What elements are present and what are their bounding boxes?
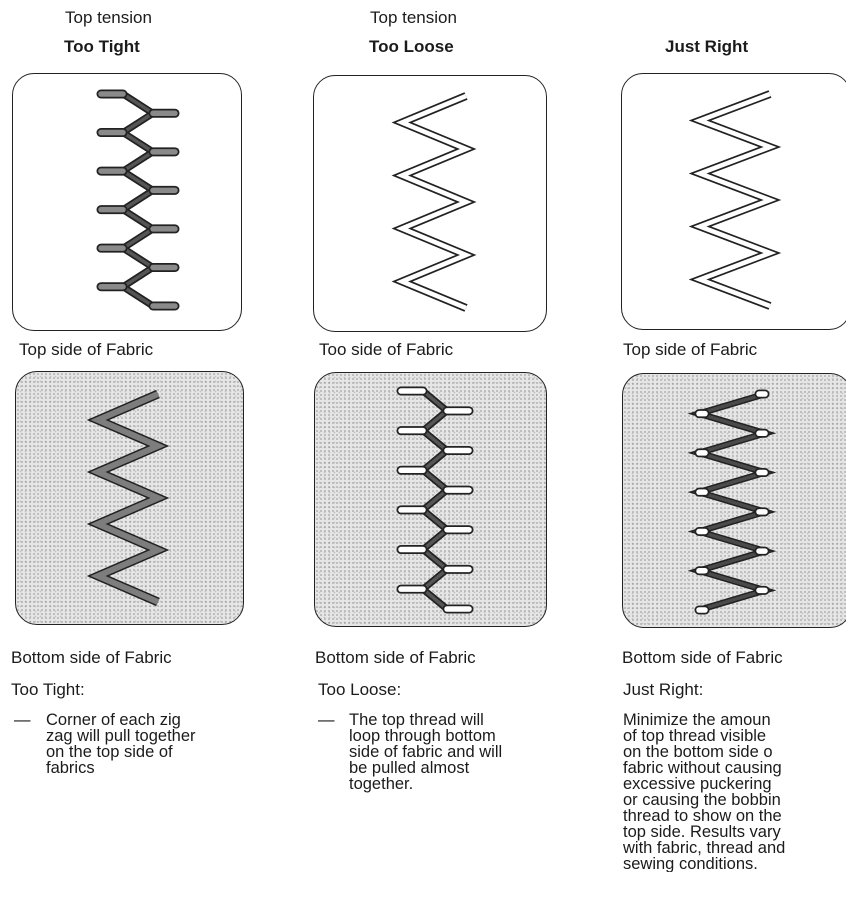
top-side-panel bbox=[621, 73, 846, 330]
zigzag-stitch-icon bbox=[391, 92, 477, 312]
description-line: The top thread will bbox=[349, 711, 484, 729]
description: The top thread will loop through bottom … bbox=[349, 711, 542, 793]
top-caption: Top side of Fabric bbox=[19, 340, 154, 359]
top-caption: Top side of Fabric bbox=[623, 340, 758, 359]
zigzag-stitch-icon bbox=[86, 389, 170, 607]
bottom-side-panel bbox=[622, 373, 846, 628]
description-line: be pulled almost bbox=[349, 759, 470, 777]
result-label: Just Right: bbox=[623, 680, 704, 699]
zigzag-stitch-icon bbox=[396, 386, 474, 614]
column-too-tight: Top tension Too Tight Top side of Fabric… bbox=[0, 0, 244, 922]
column-heading: Too Loose bbox=[369, 37, 454, 56]
description-line: on the top side of bbox=[46, 743, 173, 761]
bottom-caption: Bottom side of Fabric bbox=[11, 648, 172, 667]
description-line: fabrics bbox=[46, 759, 95, 777]
result-label: Too Tight: bbox=[11, 680, 85, 699]
bottom-caption: Bottom side of Fabric bbox=[315, 648, 476, 667]
top-side-panel bbox=[313, 75, 547, 332]
bottom-side-panel bbox=[314, 372, 547, 627]
description-line: Corner of each zig bbox=[46, 711, 181, 729]
kicker: Top tension bbox=[370, 8, 457, 27]
column-heading: Just Right bbox=[665, 37, 749, 56]
description-line: zag will pull together bbox=[46, 727, 196, 745]
description-line: excessive puckering bbox=[623, 775, 772, 793]
description-line: top side. Results vary bbox=[623, 823, 781, 841]
kicker: Top tension bbox=[65, 8, 152, 27]
description: Corner of each zig zag will pull togethe… bbox=[46, 711, 244, 777]
description-line: thread to show on the bbox=[623, 807, 782, 825]
description-line: side of fabric and will bbox=[349, 743, 503, 761]
dash-mark: — bbox=[318, 711, 335, 729]
description-line: fabric without causing bbox=[623, 759, 782, 777]
result-label: Too Loose: bbox=[318, 680, 402, 699]
description-line: loop through bottom bbox=[349, 727, 496, 745]
description-line: Minimize the amoun bbox=[623, 712, 771, 729]
top-caption: Too side of Fabric bbox=[319, 340, 454, 359]
description-line: with fabric, thread and bbox=[623, 839, 786, 857]
column-too-loose: Top tension Too Loose Too side of Fabric… bbox=[0, 0, 547, 922]
column-heading: Too Tight bbox=[64, 37, 140, 56]
description: Minimize the amoun of top thread visible… bbox=[623, 712, 846, 872]
zigzag-stitch-icon bbox=[688, 90, 782, 310]
description-line: of top thread visible bbox=[623, 727, 767, 745]
bottom-caption: Bottom side of Fabric bbox=[622, 648, 783, 667]
description-line: sewing conditions. bbox=[623, 855, 758, 872]
bottom-side-panel bbox=[15, 371, 244, 625]
zigzag-stitch-icon bbox=[687, 389, 777, 615]
description-line: together. bbox=[349, 775, 414, 793]
zigzag-stitch-icon bbox=[96, 89, 180, 311]
top-side-panel bbox=[12, 73, 242, 331]
dash-mark: — bbox=[14, 711, 31, 729]
description-line: or causing the bobbin bbox=[623, 791, 781, 809]
description-line: on the bottom side o bbox=[623, 743, 773, 761]
